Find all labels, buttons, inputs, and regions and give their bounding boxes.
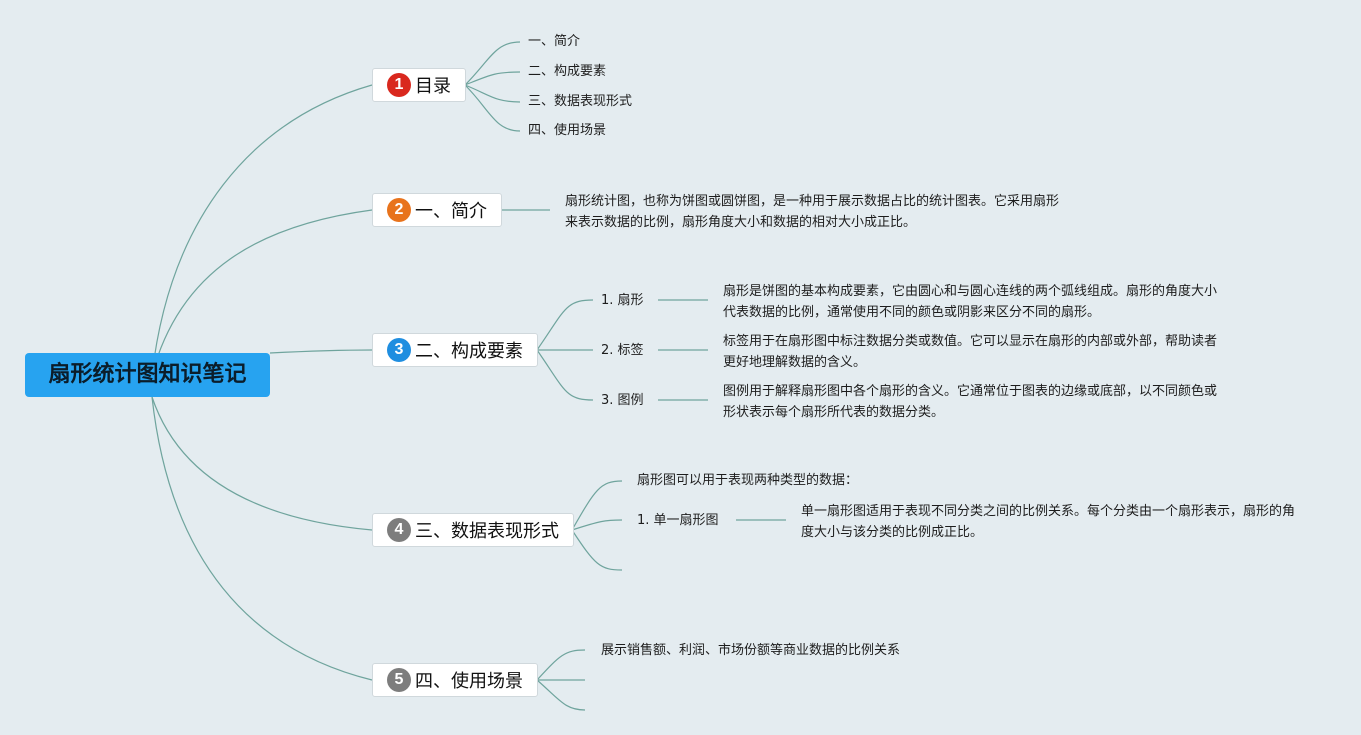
component-text-legend[interactable]: 图例用于解释扇形图中各个扇形的含义。它通常位于图表的边缘或底部，以不同颜色或形状…	[723, 384, 1218, 420]
branch-data-forms[interactable]: 4 三、数据表现形式	[372, 513, 574, 547]
root-topic[interactable]: 扇形统计图知识笔记	[25, 353, 270, 397]
component-label-sector[interactable]: 1. 扇形	[601, 293, 644, 308]
number-badge-1: 1	[387, 73, 411, 97]
branch-use-cases-title: 四、使用场景	[415, 671, 523, 692]
toc-item-3[interactable]: 三、数据表现形式	[528, 94, 633, 109]
branch-toc[interactable]: 1 目录	[372, 68, 466, 102]
component-text-sector[interactable]: 扇形是饼图的基本构成要素，它由圆心和与圆心连线的两个弧线组成。扇形的角度大小代表…	[723, 284, 1218, 320]
component-label-tag[interactable]: 2. 标签	[601, 343, 644, 358]
component-text-tag[interactable]: 标签用于在扇形图中标注数据分类或数值。它可以显示在扇形的内部或外部，帮助读者更好…	[723, 334, 1218, 370]
branch-intro-title: 一、简介	[415, 201, 487, 222]
data-forms-text-single[interactable]: 单一扇形图适用于表现不同分类之间的比例关系。每个分类由一个扇形表示，扇形的角度大…	[801, 504, 1296, 540]
number-badge-3: 3	[387, 338, 411, 362]
number-badge-2: 2	[387, 198, 411, 222]
number-badge-5: 5	[387, 668, 411, 692]
toc-item-4[interactable]: 四、使用场景	[528, 123, 607, 138]
branch-use-cases[interactable]: 5 四、使用场景	[372, 663, 538, 697]
branch-toc-title: 目录	[415, 76, 451, 97]
use-case-item[interactable]: 展示销售额、利润、市场份额等商业数据的比例关系	[601, 643, 901, 658]
branch-intro[interactable]: 2 一、简介	[372, 193, 502, 227]
branch-data-forms-title: 三、数据表现形式	[415, 521, 559, 542]
data-forms-intro[interactable]: 扇形图可以用于表现两种类型的数据：	[637, 473, 859, 488]
component-label-legend[interactable]: 3. 图例	[601, 393, 644, 408]
intro-text[interactable]: 扇形统计图，也称为饼图或圆饼图，是一种用于展示数据占比的统计图表。它采用扇形来表…	[565, 194, 1060, 230]
branch-components-title: 二、构成要素	[415, 341, 523, 362]
number-badge-4: 4	[387, 518, 411, 542]
toc-item-2[interactable]: 二、构成要素	[528, 64, 607, 79]
branch-components[interactable]: 3 二、构成要素	[372, 333, 538, 367]
data-forms-label-single[interactable]: 1. 单一扇形图	[637, 513, 719, 528]
toc-item-1[interactable]: 一、简介	[528, 34, 581, 49]
